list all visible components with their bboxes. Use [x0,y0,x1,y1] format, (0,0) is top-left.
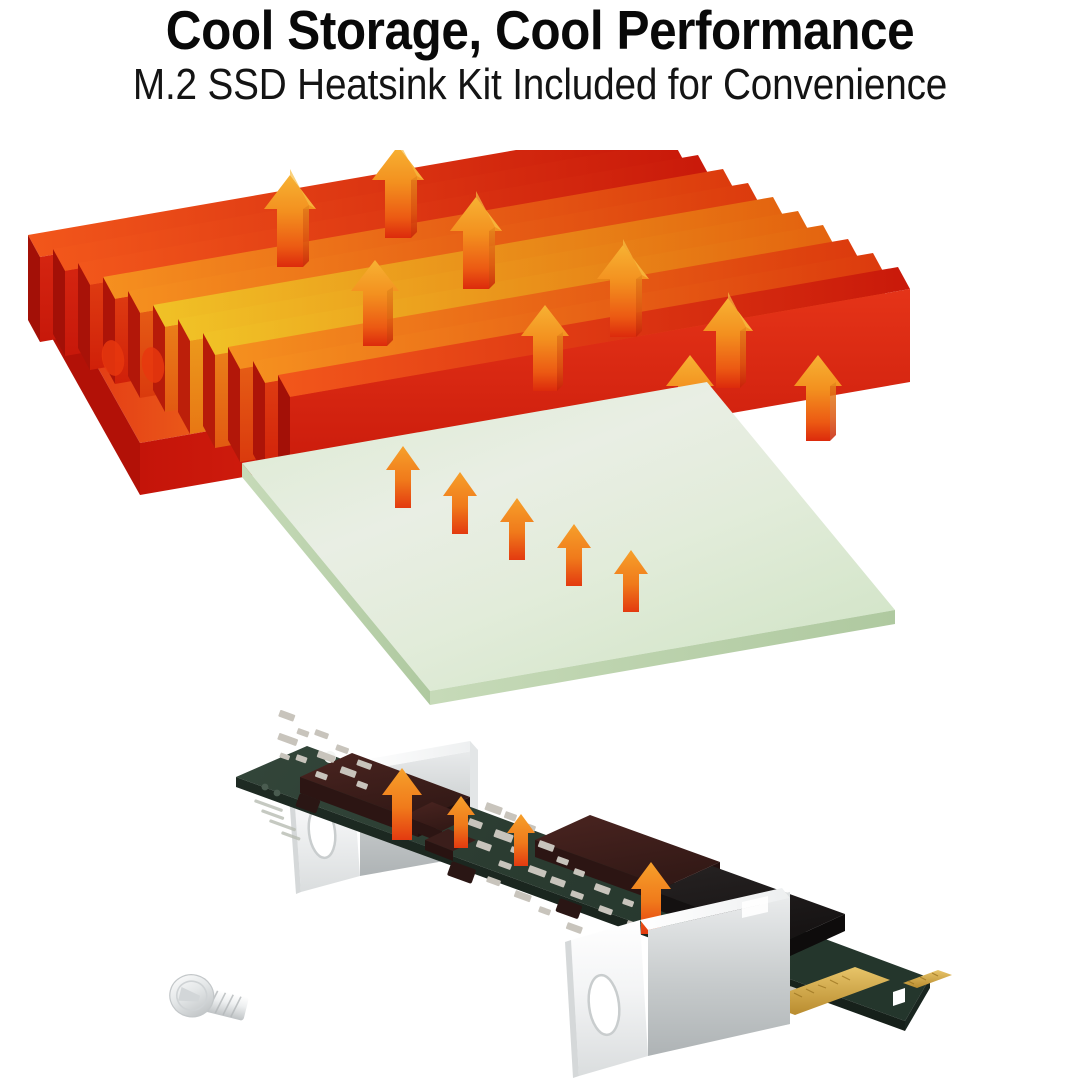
pad-arrow-4 [557,524,591,586]
pcb-key-notch [893,988,905,1006]
bracket2-left-rim [565,940,579,1078]
thermal-pad-right-edge [430,610,895,705]
thermal-pad-front-edge [242,463,430,705]
pcb-arrow-2 [447,796,475,848]
pcb-heat-arrows [382,768,671,934]
pcb-right-edge [905,978,930,1031]
mounting-bracket-2 [565,888,790,1078]
screw-1-head-flange [175,980,208,1012]
screw-1 [169,974,249,1021]
page-title: Cool Storage, Cool Performance [165,0,915,61]
heatsink-fins [28,150,910,490]
pcb-arrow-3 [507,814,535,866]
pad-arrow-2 [443,472,477,534]
pad-arrow-5 [614,550,648,612]
thermal-pad [242,382,895,705]
bracket2-notch [742,896,768,918]
pad-arrow-3 [500,498,534,560]
pcb-via-2 [273,789,281,797]
heat-arrow-h9 [794,355,842,441]
heat-arrow-h1 [264,169,316,267]
heatsink-assembly [28,150,910,495]
bracket2-inner-wall [648,898,790,1056]
page-subtitle: M.2 SSD Heatsink Kit Included for Conven… [132,60,948,109]
screw-1-slot [178,987,200,1002]
heading-block: Cool Storage, Cool Performance M.2 SSD H… [0,0,1080,110]
pcb-arrow-1 [382,768,422,840]
heat-arrow-h3 [351,260,399,346]
heat-arrow-h8 [703,292,753,388]
chip-small-1 [404,802,470,831]
chip-nand-2-side [788,914,845,957]
bracket2-top-rim [640,888,790,930]
product-illustration [0,150,1080,1078]
bracket2-slot [587,973,621,1037]
chip-controller-front [300,777,418,837]
heat-arrow-h4 [450,191,502,289]
chip-small-2-front [425,840,453,861]
heat-arrow-h6 [597,239,649,337]
chip-nand-1-top [535,815,720,887]
pcb-via-1 [261,783,269,791]
bracket1-top-rim [352,741,478,771]
pad-arrow-1 [386,446,420,508]
heat-arrow-h2 [372,150,424,238]
pcb-smd-dark [295,793,582,919]
thermal-pad-heat-arrows [386,446,648,612]
chip-small-1-front [404,816,442,843]
heat-arrow-h5 [521,305,569,391]
